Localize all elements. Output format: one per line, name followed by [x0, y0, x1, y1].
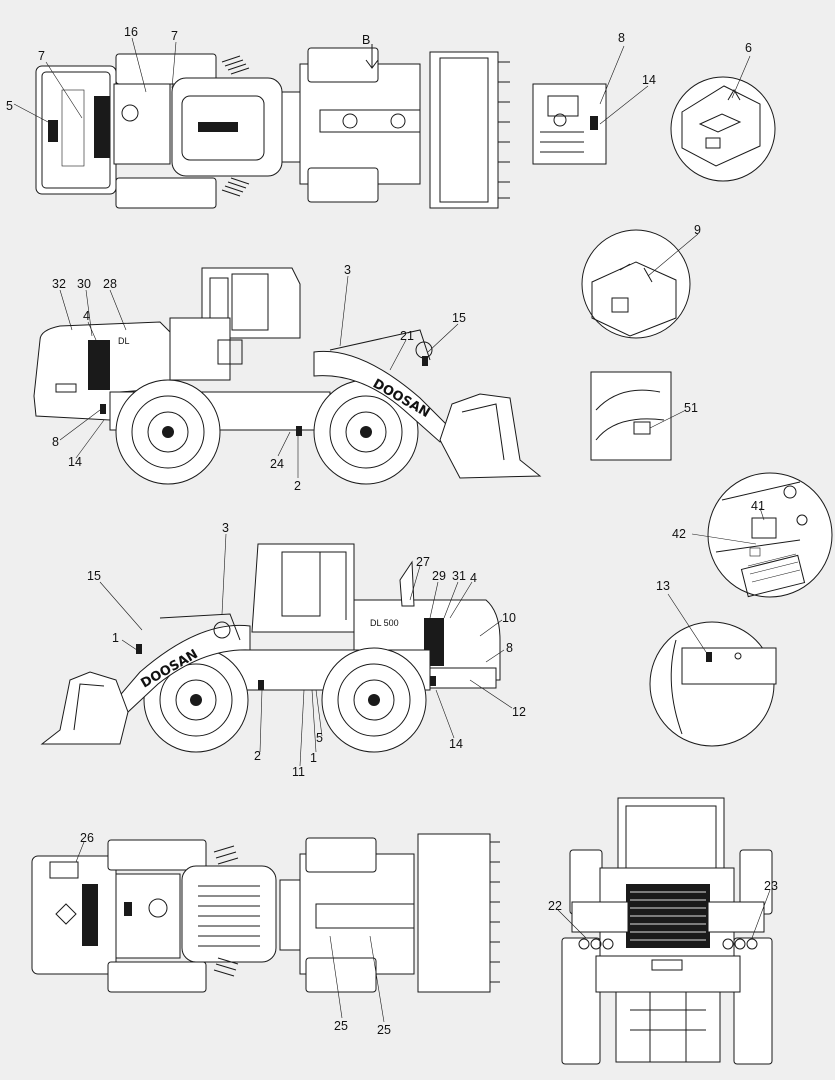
callout-right-27: 27 — [416, 555, 430, 569]
callout-left-32: 32 — [52, 277, 66, 291]
callout-right-31: 31 — [452, 569, 466, 583]
callout-right-5: 5 — [316, 731, 323, 745]
callout-right-1a: 1 — [112, 631, 119, 645]
right-model-plate: DL 500 — [370, 618, 399, 628]
callout-front-22: 22 — [548, 899, 562, 913]
detail-hydraulic-tank: 9 — [581, 223, 701, 339]
callout-bottom-25b: 25 — [377, 1023, 391, 1037]
left-rear-wheel — [115, 379, 221, 485]
callout-right-4: 4 — [470, 571, 477, 585]
callout-detail-13: 13 — [656, 579, 670, 593]
detail-axle: 13 — [649, 579, 777, 747]
callout-right-14: 14 — [449, 737, 463, 751]
callout-top-7a: 7 — [38, 49, 45, 63]
callout-detail-14: 14 — [642, 73, 656, 87]
callout-detail-8: 8 — [618, 31, 625, 45]
callout-detail-42: 42 — [672, 527, 686, 541]
callout-right-11: 11 — [292, 765, 305, 779]
rear-end-view: 22 23 — [548, 797, 778, 1065]
callout-right-29: 29 — [432, 569, 446, 583]
callout-left-21: 21 — [400, 329, 414, 343]
callout-left-8: 8 — [52, 435, 59, 449]
callout-right-3: 3 — [222, 521, 229, 535]
callout-left-30: 30 — [77, 277, 91, 291]
bottom-hood-grille — [198, 885, 260, 947]
callout-right-8: 8 — [506, 641, 513, 655]
detail-battery-box: 6 — [670, 41, 776, 182]
section-marker-b: B — [362, 33, 370, 47]
callout-front-23: 23 — [764, 879, 778, 893]
vent-grille-top — [221, 55, 250, 197]
callout-left-3: 3 — [344, 263, 351, 277]
detail-frame-plate: 41 42 — [672, 472, 833, 598]
detail-fender: 51 — [590, 371, 698, 461]
callout-right-10: 10 — [502, 611, 516, 625]
bottom-plan-view: 26 25 25 — [31, 831, 500, 1037]
callout-left-2: 2 — [294, 479, 301, 493]
callout-top-16: 16 — [124, 25, 138, 39]
callout-left-28: 28 — [103, 277, 117, 291]
callout-detail-41: 41 — [751, 499, 765, 513]
callout-left-15: 15 — [452, 311, 466, 325]
top-plan-view: B 5 7 16 7 — [6, 25, 510, 209]
callout-bottom-25a: 25 — [334, 1019, 348, 1033]
callout-top-5: 5 — [6, 99, 13, 113]
left-side-view: DOOSAN DL 32 30 28 4 3 21 15 8 14 24 2 — [33, 263, 542, 493]
callout-detail-9: 9 — [694, 223, 701, 237]
detail-rear-lamp: 8 14 — [532, 31, 656, 165]
callout-left-4: 4 — [83, 309, 90, 323]
callout-bottom-26: 26 — [80, 831, 94, 845]
left-model-plate: DL — [118, 336, 130, 346]
bucket-teeth-top — [498, 61, 510, 199]
callout-right-15: 15 — [87, 569, 101, 583]
callout-detail-51: 51 — [684, 401, 698, 415]
right-rear-wheel — [321, 647, 427, 753]
callout-right-1b: 1 — [310, 751, 317, 765]
callout-left-24: 24 — [270, 457, 284, 471]
callout-right-12: 12 — [512, 705, 526, 719]
callout-right-2: 2 — [254, 749, 261, 763]
right-side-view: DL 500 DOOSAN — [40, 521, 526, 779]
callout-top-7b: 7 — [171, 29, 178, 43]
callout-left-14: 14 — [68, 455, 82, 469]
rear-grille-slats — [630, 891, 706, 941]
callout-detail-6: 6 — [745, 41, 752, 55]
